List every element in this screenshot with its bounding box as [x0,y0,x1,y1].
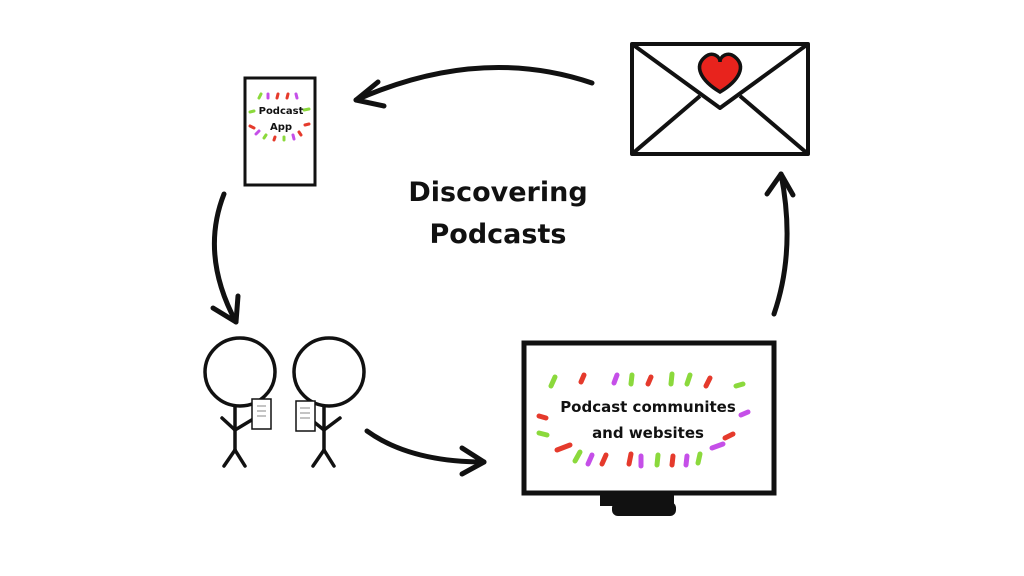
arrow-envelope-to-phone [353,65,595,109]
monitor-label-line-2: and websites [592,424,704,442]
phone-icon [243,76,317,187]
stick-figure-right [292,336,366,468]
handheld-phone-icon [295,400,316,432]
phone-label-line-1: Podcast [258,106,304,117]
phone-decoration-dashes [248,92,311,142]
arrow-people-to-monitor [364,428,487,477]
monitor-decoration-dashes [536,371,751,469]
heart-icon [697,52,743,95]
phone-label-line-2: App [269,122,293,133]
handheld-phone-icon [251,398,272,430]
diagram-title: Discovering Podcasts [380,172,616,256]
arrow-phone-to-people [210,191,241,325]
monitor-icon [521,340,777,516]
monitor-label-line-1: Podcast communites [560,398,736,416]
arrow-monitor-to-envelope [764,171,796,317]
title-line-2: Podcasts [429,219,567,250]
monitor-label: Podcast communites and websites [528,394,768,446]
phone-label: Podcast App [250,104,312,136]
stick-figure-left [203,336,277,468]
title-line-1: Discovering [408,177,588,208]
